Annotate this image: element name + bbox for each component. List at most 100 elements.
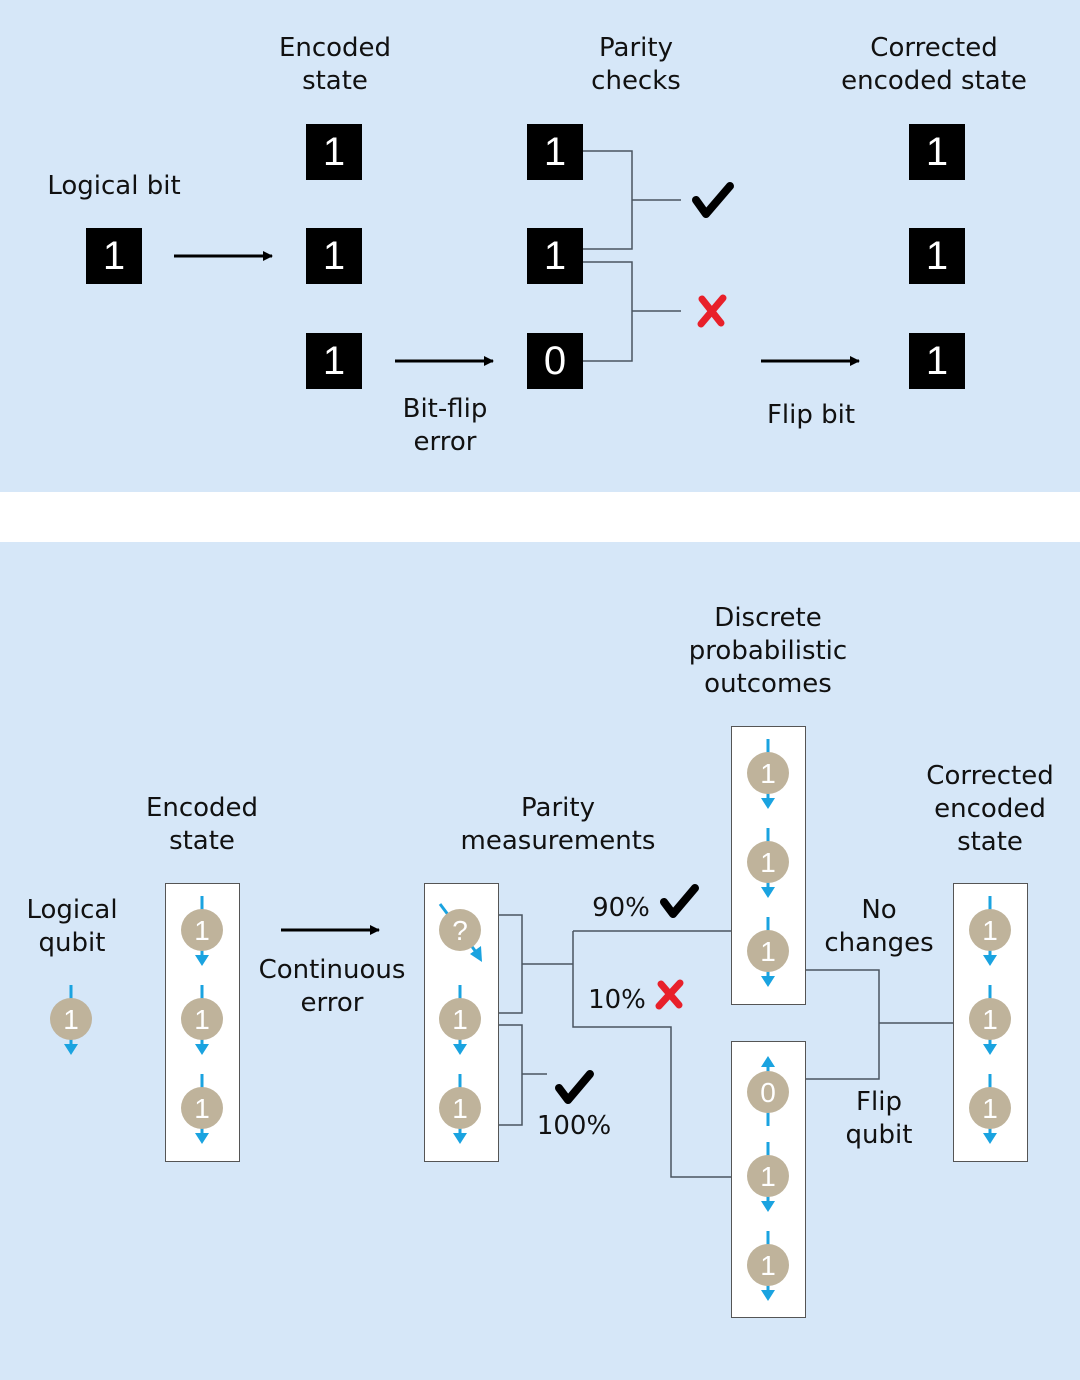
logical-qubit-label: Logical qubit — [26, 895, 118, 958]
spin-arrow-down-icon — [761, 1201, 775, 1212]
qubit: 1 — [747, 828, 789, 898]
checked-bit-flipped: 0 — [527, 333, 583, 389]
spin-arrow-down-icon — [983, 1044, 997, 1055]
quantum-panel: Discrete probabilistic outcomes Correcte… — [0, 542, 1080, 1380]
qubit: 1 — [50, 985, 92, 1055]
spin-arrow-down-icon — [983, 1133, 997, 1144]
qubit: 1 — [969, 896, 1011, 966]
qubit-value: 1 — [194, 1004, 210, 1035]
check-icon — [555, 1070, 594, 1104]
qubit: 1 — [181, 1074, 223, 1144]
corrected-state-label: Corrected encoded state — [841, 33, 1027, 96]
qubit-sphere — [439, 998, 481, 1040]
qubit-value: 1 — [194, 915, 210, 946]
spin-arrow-down-icon — [195, 1044, 209, 1055]
spin-arrow-down-icon — [761, 1290, 775, 1301]
parity-checks-label: Parity checks — [591, 33, 681, 96]
qubit: 1 — [747, 1231, 789, 1301]
qubit: 0 — [747, 1056, 789, 1126]
spin-arrow-down-icon — [195, 1133, 209, 1144]
qubit-value: ? — [452, 915, 468, 946]
spin-arrow-diagonal-icon — [470, 946, 482, 962]
qubit-sphere — [747, 1244, 789, 1286]
qubit: 1 — [181, 896, 223, 966]
qubit-value: 0 — [760, 1077, 776, 1108]
parity-bracket-2 — [499, 1024, 547, 1126]
qubit-value: 1 — [452, 1004, 468, 1035]
flip-qubit-label: Flip qubit — [845, 1087, 913, 1150]
spin-arrow-down-icon — [453, 1133, 467, 1144]
logical-bit-label: Logical bit — [47, 171, 181, 201]
qubit-value: 1 — [760, 1161, 776, 1192]
corrected-state-label: Corrected encoded state — [926, 761, 1054, 857]
qubit: 1 — [747, 917, 789, 987]
qubit-sphere — [181, 1087, 223, 1129]
qubit: 1 — [181, 985, 223, 1055]
spin-arrow-down-icon — [761, 798, 775, 809]
qubit-value: 1 — [760, 936, 776, 967]
quantum-connectors: 1 1 1 1? 1 1 1 1 1 0 1 1 1 1 1 — [50, 739, 1011, 1301]
encoded-bit: 1 — [306, 228, 362, 284]
qubit-value: 1 — [982, 915, 998, 946]
branch-connector — [572, 930, 731, 1178]
spin-arrow-up-icon — [761, 1056, 775, 1067]
qubit-value: 1 — [63, 1004, 79, 1035]
qubit-value: 1 — [194, 1093, 210, 1124]
qubit-sphere — [181, 998, 223, 1040]
qubit: 1 — [439, 985, 481, 1055]
corrected-bit: 1 — [909, 124, 965, 180]
cross-icon — [697, 294, 727, 328]
bit-flip-error-label: Bit-flip error — [402, 394, 488, 457]
probability-90: 90% — [592, 893, 650, 923]
qubit-sphere — [747, 930, 789, 972]
qubit-sphere — [439, 1087, 481, 1129]
qubit-sphere — [969, 998, 1011, 1040]
corrected-bit: 1 — [909, 333, 965, 389]
qubit-value: 1 — [760, 847, 776, 878]
qubit-sphere — [747, 841, 789, 883]
qubit: 1 — [969, 985, 1011, 1055]
parity-bracket-1 — [499, 914, 573, 1014]
qubit-value: 1 — [760, 1250, 776, 1281]
flip-bit-label: Flip bit — [766, 400, 856, 430]
qubit-value: 1 — [982, 1004, 998, 1035]
spin-arrow-down-icon — [761, 887, 775, 898]
qubit-sphere — [50, 998, 92, 1040]
probability-100: 100% — [536, 1111, 612, 1141]
spin-arrow-down-icon — [64, 1044, 78, 1055]
qubit: 1 — [439, 1074, 481, 1144]
qubit-sphere — [969, 1087, 1011, 1129]
spin-arrow-down-icon — [453, 1044, 467, 1055]
qubit-sphere — [181, 909, 223, 951]
check-icon — [692, 182, 734, 218]
spin-arrow-down-icon — [761, 976, 775, 987]
discrete-outcomes-label: Discrete probabilistic outcomes — [688, 603, 848, 699]
qubit-sphere — [439, 909, 481, 951]
corrected-bit: 1 — [909, 228, 965, 284]
cross-icon — [655, 979, 684, 1010]
encoded-state-label: Encoded state — [278, 33, 392, 96]
parity-bracket-2 — [583, 261, 681, 362]
spin-arrow-down-icon — [983, 955, 997, 966]
qubit-value: 1 — [452, 1093, 468, 1124]
merge-connector — [806, 969, 953, 1080]
qubit-value: 1 — [982, 1093, 998, 1124]
no-changes-label: No changes — [824, 895, 934, 958]
spin-arrow-down-icon — [195, 955, 209, 966]
classical-panel: Encoded state Parity checks Corrected en… — [0, 0, 1080, 492]
qubit-sphere — [747, 1071, 789, 1113]
checked-bit: 1 — [527, 228, 583, 284]
qubit-value: 1 — [760, 758, 776, 789]
encoded-bit: 1 — [306, 333, 362, 389]
continuous-error-label: Continuous error — [258, 955, 406, 1018]
qubit: 1 — [969, 1074, 1011, 1144]
encoded-state-label: Encoded state — [145, 793, 259, 856]
checked-bit: 1 — [527, 124, 583, 180]
qubit: 1 — [747, 1142, 789, 1212]
probability-10: 10% — [588, 985, 646, 1015]
parity-measurements-label: Parity measurements — [460, 793, 656, 856]
qubit-sphere — [747, 1155, 789, 1197]
parity-bracket-1 — [583, 150, 681, 250]
qubit: 1 — [747, 739, 789, 809]
encoded-bit: 1 — [306, 124, 362, 180]
